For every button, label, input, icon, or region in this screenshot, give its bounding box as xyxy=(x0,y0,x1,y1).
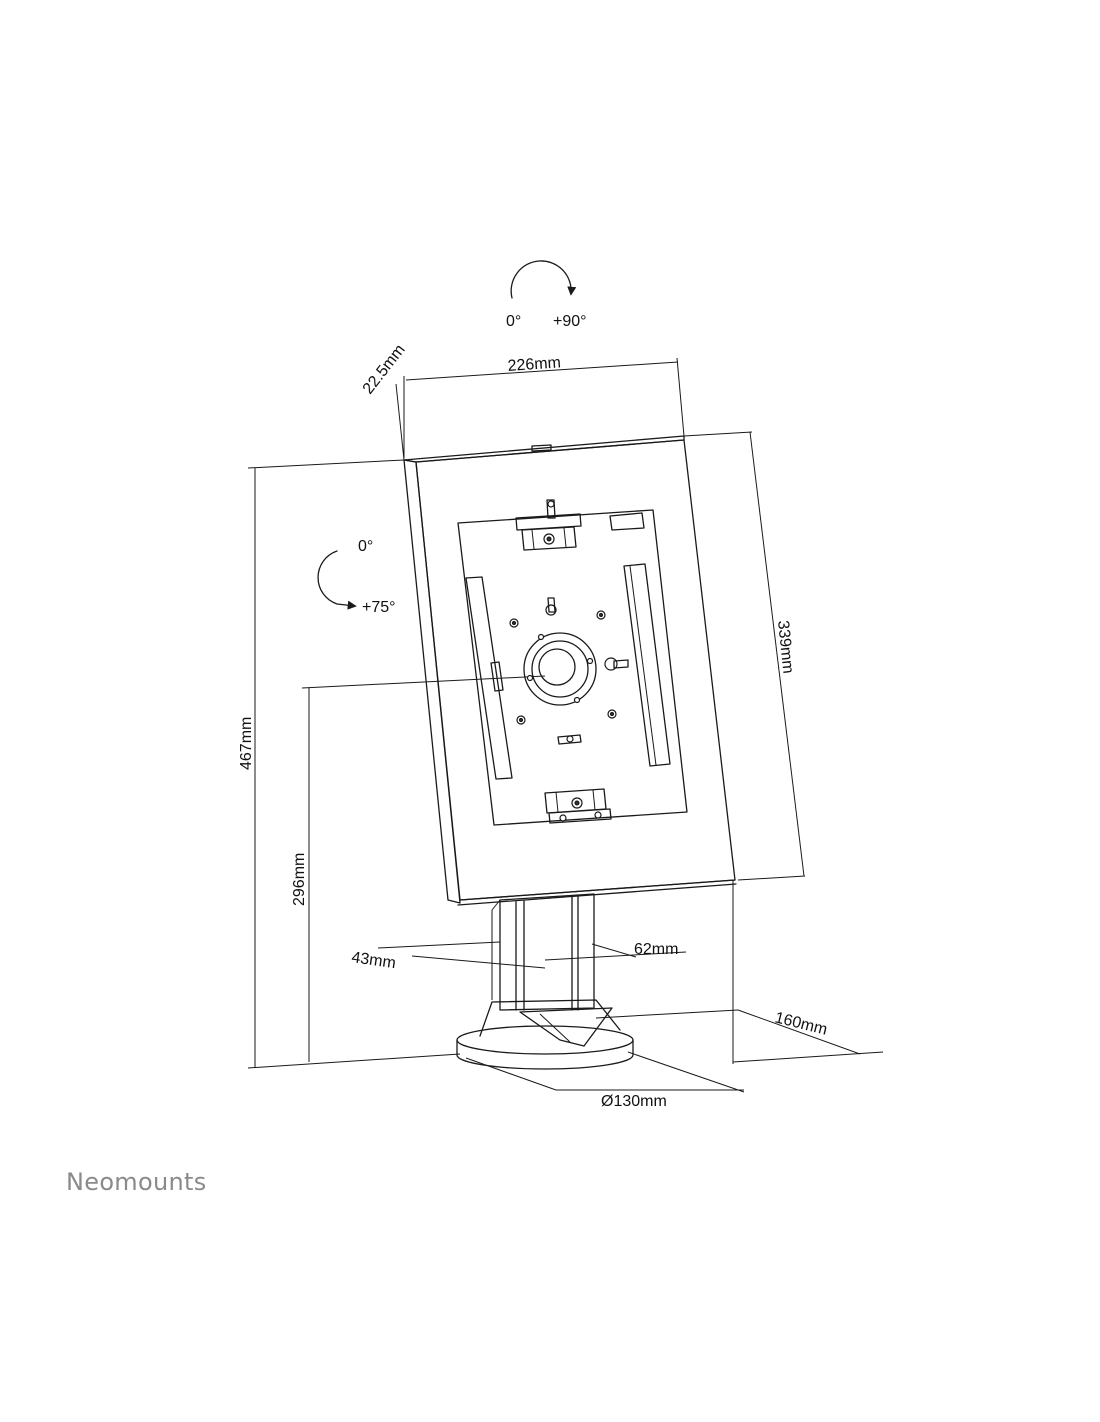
top-clamp xyxy=(515,499,582,551)
rotation-side-indicator: 0° +75° xyxy=(317,538,396,616)
rotation-hub xyxy=(523,632,597,706)
stand-base xyxy=(456,999,634,1070)
dimension-lines xyxy=(247,357,884,1093)
panel-height-dimension-label: 339mm xyxy=(774,620,796,675)
base-diameter-dimension-label: Ø130mm xyxy=(601,1093,667,1110)
rotation-top-end-label: +90° xyxy=(553,313,587,330)
total-height-dimension-label: 467mm xyxy=(238,717,255,770)
rotation-side-arc-icon xyxy=(317,550,357,610)
rotation-side-end-label: +75° xyxy=(362,599,396,616)
rotation-top-indicator: 0° +90° xyxy=(506,260,587,330)
center-height-dimension-label: 296mm xyxy=(291,853,308,906)
tablet-enclosure xyxy=(403,435,737,906)
rotation-side-start-label: 0° xyxy=(358,538,373,555)
base-depth-dimension-label: 160mm xyxy=(773,1009,829,1038)
stand-pole xyxy=(491,893,595,1011)
depth-dimension-label: 22.5mm xyxy=(360,341,409,397)
dimension-labels: 22.5mm 226mm 339mm 467mm 296mm 43mm 62mm… xyxy=(238,341,829,1110)
rotation-top-arc-icon xyxy=(510,260,577,299)
brand-logo: Neomounts xyxy=(66,1168,207,1196)
width-dimension-label: 226mm xyxy=(507,354,561,375)
bottom-clamp xyxy=(544,788,612,824)
pole-depth-dimension-label: 43mm xyxy=(350,949,396,972)
rotation-top-start-label: 0° xyxy=(506,313,521,330)
pole-width-dimension-label: 62mm xyxy=(634,941,678,958)
